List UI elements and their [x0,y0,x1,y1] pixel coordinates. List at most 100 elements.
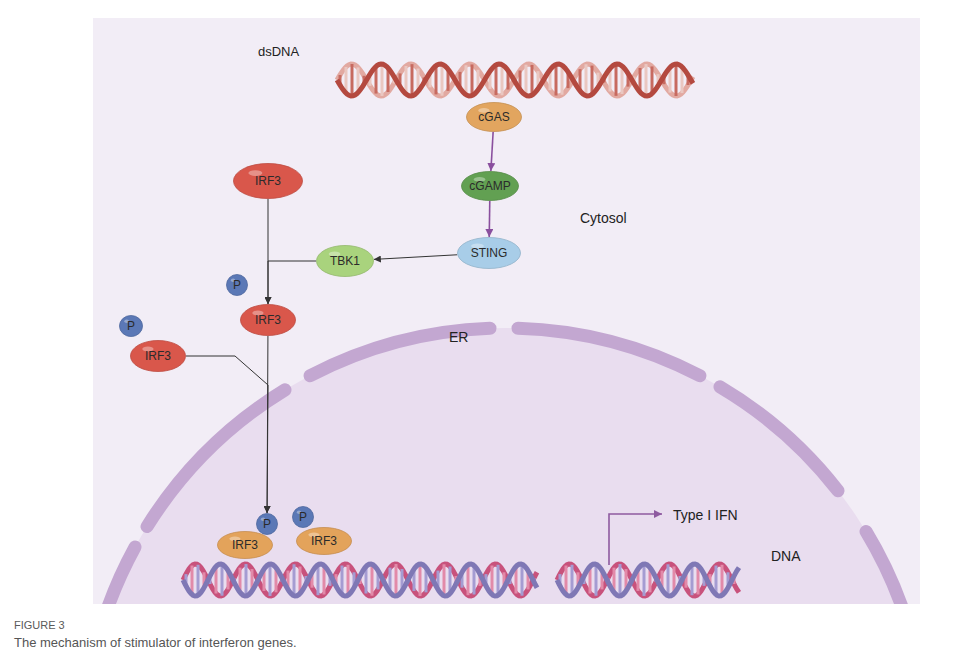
phosphate-circle: P [226,274,248,296]
helix-rung [495,65,498,95]
node-label: P [299,511,307,524]
helix-rung [371,564,374,595]
node-label: cGAS [478,111,509,124]
node-label: IRF3 [232,539,258,552]
node-shape [458,238,521,269]
helix-rung [667,564,670,595]
node-shape [131,341,186,372]
node-shape [462,172,519,201]
node-label: cGAMP [469,180,510,193]
nucleus-group [93,328,920,604]
node-shape [297,528,352,555]
pathway-arrow [491,132,493,171]
node-shape [227,275,248,296]
pathway-arrow [268,199,269,304]
text-label: DNA [771,548,801,564]
factor-ellipse: IRF3 [233,163,303,199]
node-shape [293,507,314,528]
envelope-segment [310,328,490,375]
factor-ellipse: IRF3 [217,531,273,559]
helix-rung [351,64,354,96]
helix-rung [721,565,724,595]
helix-rung [525,65,528,96]
helix-strand [337,64,693,96]
factor-ellipse: IRF3 [130,340,186,372]
helix-strand [183,564,537,596]
dna-segment [557,564,739,596]
transcription-arrow [609,514,662,565]
helix-strand [557,564,739,596]
helix-rung [443,564,446,595]
helix-rung [691,565,694,595]
phosphate-circle: P [256,513,278,535]
factor-ellipse: IRF3 [296,527,352,555]
helix-rung [221,564,224,595]
helix-rung [501,65,504,96]
node-label: P [127,320,135,333]
text-label: FIGURE 3 [14,619,65,631]
node-label: IRF3 [145,350,171,363]
helix-rung [347,565,350,595]
node-shape [241,305,296,336]
helix-rung [645,64,648,96]
text-label: Type I IFN [673,507,738,523]
figure-caption: The mechanism of stimulator of interfero… [14,635,297,650]
node-shape [257,514,278,535]
helix-rung [419,564,422,596]
helix-strand [337,64,693,96]
node-label: IRF3 [255,175,281,188]
envelope-segment [147,390,285,527]
helix-rung [395,564,398,596]
node-label: P [263,518,271,531]
envelope-segment [518,328,700,376]
node-label: P [233,279,241,292]
dna-segment [183,564,537,596]
text-label: dsDNA [258,44,299,59]
envelope-segment [720,387,838,491]
helix-rung [317,565,320,595]
helix-rung [555,64,558,95]
dsdna-helix [337,64,693,96]
helix-rung [411,64,414,96]
helix-rung [441,64,444,95]
helix-rung [197,565,200,595]
helix-rung [293,564,296,595]
node-label: TBK1 [330,255,360,268]
helix-rung [571,565,574,595]
factor-ellipse: IRF3 [240,304,296,336]
helix-rung [531,65,534,95]
phosphate-circle: P [292,506,314,528]
adaptor-ellipse: STING [457,237,521,269]
helix-rung [269,564,272,596]
text-label: Cytosol [580,210,627,226]
helix-rung [595,564,598,595]
helix-strand [183,564,537,596]
helix-rung [245,564,248,596]
node-shape [120,316,143,337]
text-label: ER [449,329,468,345]
node-shape [218,532,273,559]
helix-rung [465,65,468,94]
pathway-arrow [186,356,268,513]
envelope-segment [95,547,135,604]
nuclear-envelope [95,328,905,604]
helix-rung [497,565,500,595]
helix-rung [561,65,564,94]
helix-rung [675,64,678,96]
node-label: IRF3 [255,314,281,327]
node-label: IRF3 [311,535,337,548]
node-shape [234,164,303,199]
phosphate-circle: P [119,315,143,337]
enzyme-ellipse: cGAS [466,102,522,132]
pathway-arrow [488,201,490,237]
node-shape [317,246,374,277]
kinase-ellipse: TBK1 [316,245,374,277]
node-shape [467,103,522,132]
helix-strand [557,564,739,596]
helix-rung [585,64,588,95]
node-label: STING [471,247,508,260]
nuclear-dna-helix [183,564,739,596]
